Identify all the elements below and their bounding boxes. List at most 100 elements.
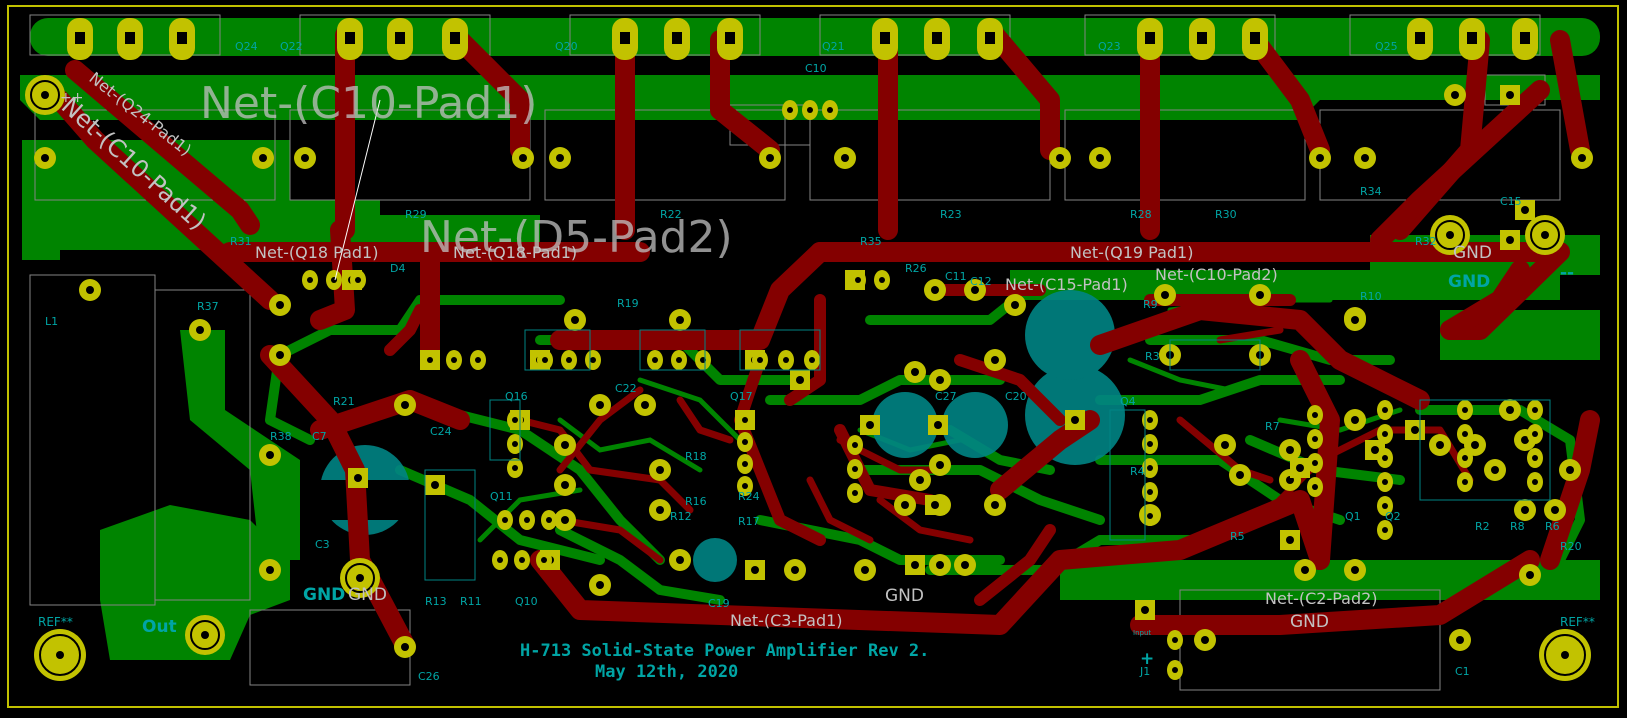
header-pad[interactable] xyxy=(1377,520,1393,540)
header-pad[interactable] xyxy=(1457,424,1473,444)
header-pad[interactable] xyxy=(822,100,838,120)
header-pad[interactable] xyxy=(1142,506,1158,526)
header-pad[interactable] xyxy=(1142,410,1158,430)
header-pad[interactable] xyxy=(737,454,753,474)
gnd-test-pad[interactable] xyxy=(1430,215,1470,255)
tht-pad[interactable] xyxy=(589,394,611,416)
header-pad[interactable] xyxy=(874,270,890,290)
tht-pad[interactable] xyxy=(1444,84,1466,106)
tht-pad[interactable] xyxy=(1571,147,1593,169)
header-pad[interactable] xyxy=(326,270,342,290)
tht-pad[interactable] xyxy=(564,309,586,331)
supply-test-pad[interactable] xyxy=(1525,215,1565,255)
header-pad[interactable] xyxy=(1377,472,1393,492)
tht-pad[interactable] xyxy=(394,394,416,416)
header-pad[interactable] xyxy=(1527,400,1543,420)
header-pad[interactable] xyxy=(647,350,663,370)
output-test-pad[interactable] xyxy=(185,615,225,655)
tht-pad[interactable] xyxy=(189,319,211,341)
tht-pad[interactable] xyxy=(512,147,534,169)
header-pad[interactable] xyxy=(695,350,711,370)
square-pad[interactable] xyxy=(1065,410,1085,430)
tht-pad[interactable] xyxy=(269,294,291,316)
tht-pad[interactable] xyxy=(784,559,806,581)
transistor-pad[interactable] xyxy=(977,18,1003,60)
square-pad[interactable] xyxy=(1500,85,1520,105)
transistor-pad[interactable] xyxy=(1242,18,1268,60)
tht-pad[interactable] xyxy=(954,554,976,576)
mounting-hole-pad[interactable] xyxy=(34,629,86,681)
header-pad[interactable] xyxy=(1457,472,1473,492)
tht-pad[interactable] xyxy=(649,499,671,521)
tht-pad[interactable] xyxy=(929,454,951,476)
header-pad[interactable] xyxy=(585,350,601,370)
header-pad[interactable] xyxy=(561,350,577,370)
header-pad[interactable] xyxy=(737,410,753,430)
tht-pad[interactable] xyxy=(1154,284,1176,306)
tht-pad[interactable] xyxy=(904,361,926,383)
square-pad[interactable] xyxy=(925,495,945,515)
tht-pad[interactable] xyxy=(1519,564,1541,586)
header-pad[interactable] xyxy=(470,350,486,370)
transistor-pad[interactable] xyxy=(1459,18,1485,60)
square-pad[interactable] xyxy=(905,555,925,575)
tht-pad[interactable] xyxy=(294,147,316,169)
tht-pad[interactable] xyxy=(252,147,274,169)
tht-pad[interactable] xyxy=(929,554,951,576)
pads-layer[interactable] xyxy=(25,18,1593,681)
square-pad[interactable] xyxy=(928,415,948,435)
tht-pad[interactable] xyxy=(1294,559,1316,581)
tht-pad[interactable] xyxy=(634,394,656,416)
square-pad[interactable] xyxy=(745,560,765,580)
tht-pad[interactable] xyxy=(984,349,1006,371)
header-pad[interactable] xyxy=(1307,405,1323,425)
transistor-pad[interactable] xyxy=(442,18,468,60)
tht-pad[interactable] xyxy=(669,549,691,571)
header-pad[interactable] xyxy=(1377,400,1393,420)
transistor-pad[interactable] xyxy=(717,18,743,60)
header-pad[interactable] xyxy=(1142,434,1158,454)
tht-pad[interactable] xyxy=(1559,459,1581,481)
tht-pad[interactable] xyxy=(1229,464,1251,486)
header-pad[interactable] xyxy=(492,550,508,570)
transistor-pad[interactable] xyxy=(872,18,898,60)
header-pad[interactable] xyxy=(1307,453,1323,473)
square-pad[interactable] xyxy=(348,468,368,488)
header-pad[interactable] xyxy=(802,100,818,120)
tht-pad[interactable] xyxy=(1484,459,1506,481)
header-pad[interactable] xyxy=(778,350,794,370)
transistor-pad[interactable] xyxy=(337,18,363,60)
header-pad[interactable] xyxy=(1377,424,1393,444)
header-pad[interactable] xyxy=(1457,400,1473,420)
tht-pad[interactable] xyxy=(1344,309,1366,331)
transistor-pad[interactable] xyxy=(67,18,93,60)
square-pad[interactable] xyxy=(1135,600,1155,620)
test-point-pad[interactable] xyxy=(25,75,65,115)
tht-pad[interactable] xyxy=(269,344,291,366)
header-pad[interactable] xyxy=(1377,496,1393,516)
tht-pad[interactable] xyxy=(1344,559,1366,581)
header-pad[interactable] xyxy=(847,483,863,503)
header-pad[interactable] xyxy=(847,459,863,479)
header-pad[interactable] xyxy=(422,350,438,370)
tht-pad[interactable] xyxy=(1499,399,1521,421)
header-pad[interactable] xyxy=(519,510,535,530)
square-pad[interactable] xyxy=(1405,420,1425,440)
header-pad[interactable] xyxy=(782,100,798,120)
tht-pad[interactable] xyxy=(554,474,576,496)
tht-pad[interactable] xyxy=(34,147,56,169)
tht-pad[interactable] xyxy=(549,147,571,169)
header-pad[interactable] xyxy=(507,410,523,430)
header-pad[interactable] xyxy=(671,350,687,370)
tht-pad[interactable] xyxy=(554,509,576,531)
header-pad[interactable] xyxy=(350,270,366,290)
header-pad[interactable] xyxy=(537,350,553,370)
header-pad[interactable] xyxy=(847,435,863,455)
tht-pad[interactable] xyxy=(1279,439,1301,461)
square-pad[interactable] xyxy=(1500,230,1520,250)
header-pad[interactable] xyxy=(1167,630,1183,650)
header-pad[interactable] xyxy=(1377,448,1393,468)
tht-pad[interactable] xyxy=(669,309,691,331)
